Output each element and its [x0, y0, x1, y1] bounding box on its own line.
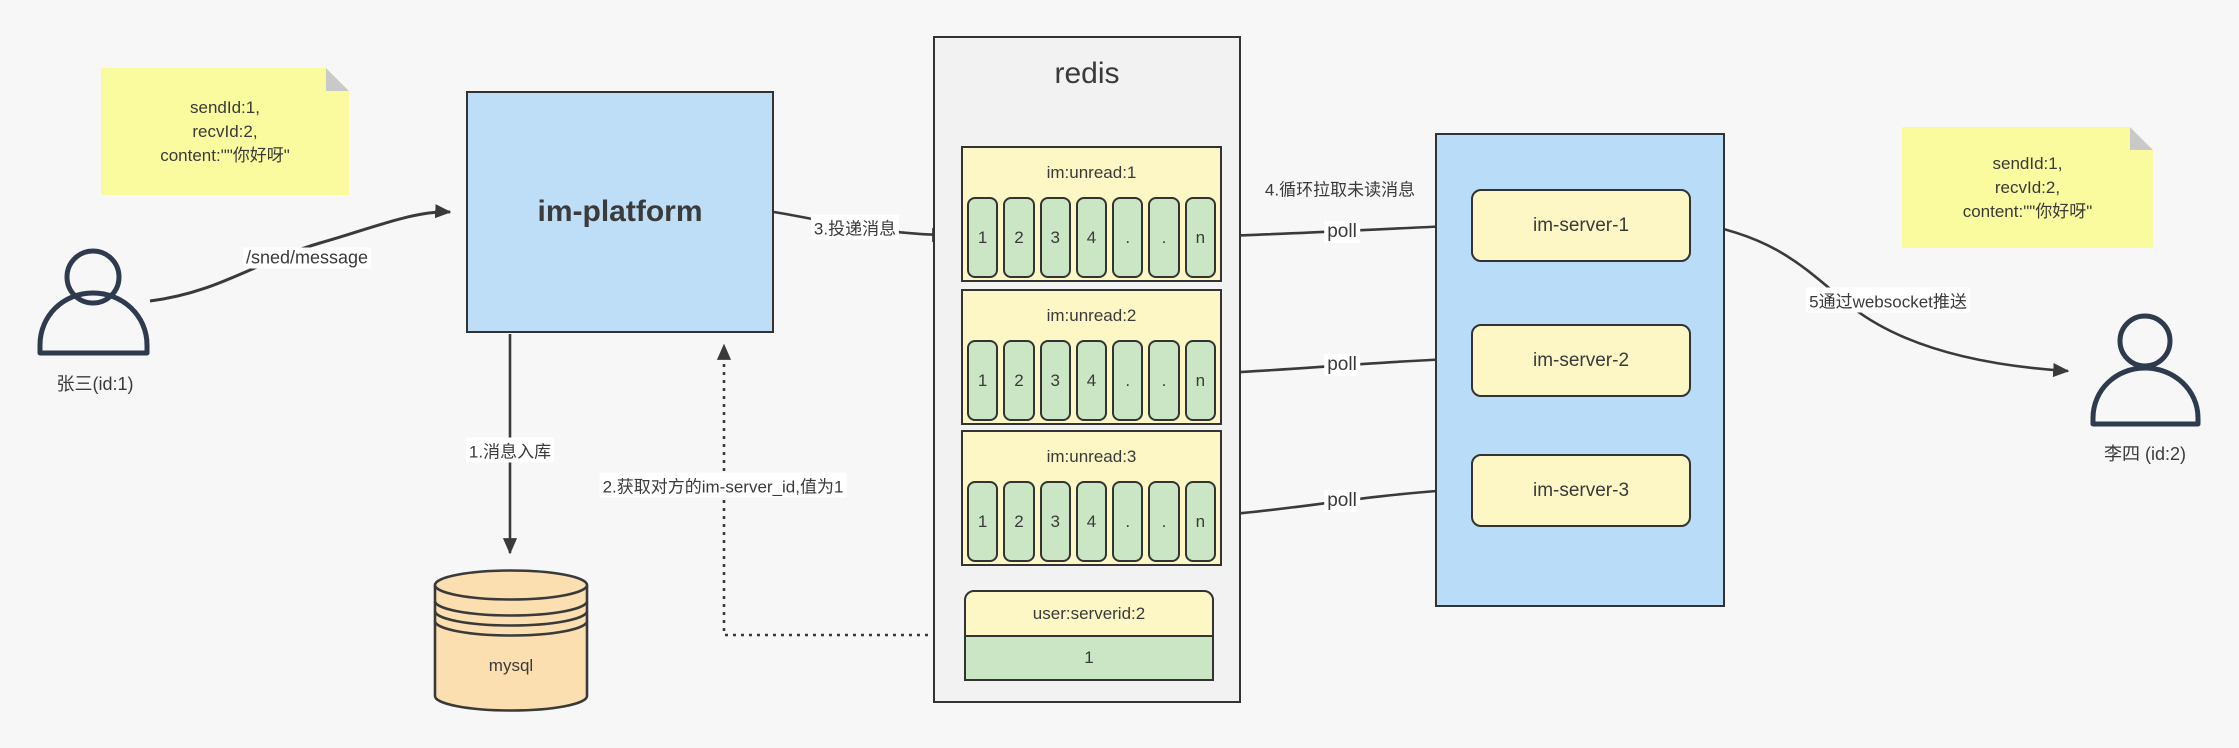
im-server-label: im-server-3	[1532, 479, 1630, 501]
person-receiver-icon	[2090, 313, 2201, 427]
note-line: content:""你好呀"	[1962, 201, 2093, 221]
user-serverid-key: user:serverid:2	[964, 590, 1214, 637]
queue-cell: .	[1112, 481, 1144, 562]
note-line: recvId:2,	[192, 121, 258, 141]
queue-cell: .	[1148, 481, 1180, 562]
user-serverid-value: 1	[964, 637, 1214, 681]
im-server-cluster: im-server-1 im-server-2 im-server-3	[1435, 133, 1725, 607]
receiver-label: 李四 (id:2)	[2103, 444, 2186, 464]
queue-cell: 4	[1075, 340, 1108, 421]
im-server-box: im-server-2	[1471, 324, 1691, 397]
queue-name: im:unread:3	[1046, 446, 1137, 466]
queue-cell: 4	[1075, 481, 1108, 562]
queue-cell: 3	[1039, 197, 1071, 278]
step3-label: 3.投递消息	[810, 214, 900, 240]
user-serverid-box: user:serverid:2 1	[964, 590, 1214, 681]
step1-label: 1.消息入库	[465, 437, 555, 463]
note-line: content:""你好呀"	[160, 145, 290, 165]
sticky-note-receiver: sendId:1, recvId:2, content:""你好呀"	[1902, 127, 2153, 248]
sticky-note-sender: sendId:1, recvId:2, content:""你好呀"	[101, 68, 349, 195]
queue-cell: 1	[967, 481, 999, 562]
note-line: recvId:2,	[1994, 177, 2061, 197]
queue-cell: .	[1148, 340, 1180, 421]
redis-title: redis	[1054, 57, 1120, 90]
queue-cell: 4	[1075, 197, 1108, 278]
im-server-box: im-server-1	[1471, 189, 1691, 262]
queue-cell: n	[1184, 197, 1216, 278]
queue-cell: .	[1112, 340, 1144, 421]
im-server-label: im-server-2	[1532, 349, 1630, 371]
step5-label: 5通过websocket推送	[1806, 287, 1970, 313]
im-server-box: im-server-3	[1471, 454, 1691, 527]
arrow-send-message	[149, 204, 452, 303]
queue-cell: .	[1148, 197, 1180, 278]
poll-label-3: poll	[1324, 490, 1360, 512]
queue-cell: 3	[1039, 340, 1071, 421]
note-line: sendId:1,	[190, 97, 260, 117]
note-line: sendId:1,	[1992, 153, 2063, 173]
queue-name: im:unread:1	[1046, 162, 1137, 182]
person-sender-icon	[37, 248, 150, 356]
send-endpoint-label: /sned/message	[242, 247, 372, 269]
step4-label: 4.循环拉取未读消息	[1264, 180, 1416, 200]
queue-cell: n	[1184, 481, 1216, 562]
mysql-database-icon	[433, 569, 589, 712]
sender-label: 张三(id:1)	[56, 374, 134, 394]
queue-cell: n	[1184, 340, 1216, 421]
poll-label-1: poll	[1324, 221, 1360, 243]
queue-cell: .	[1112, 197, 1144, 278]
im-platform-label: im-platform	[537, 195, 703, 228]
queue-cell: 3	[1039, 481, 1071, 562]
step2-label: 2.获取对方的im-server_id,值为1	[599, 472, 847, 498]
queue-cell: 2	[1003, 197, 1035, 278]
queue-cell: 1	[967, 340, 999, 421]
queue-cell: 2	[1003, 481, 1035, 562]
im-platform-box: im-platform	[466, 91, 774, 333]
mysql-label: mysql	[488, 656, 534, 675]
im-server-label: im-server-1	[1532, 214, 1630, 236]
queue-cell: 1	[967, 197, 999, 278]
poll-label-2: poll	[1324, 354, 1360, 376]
queue-cell: 2	[1003, 340, 1035, 421]
queue-name: im:unread:2	[1046, 305, 1137, 325]
